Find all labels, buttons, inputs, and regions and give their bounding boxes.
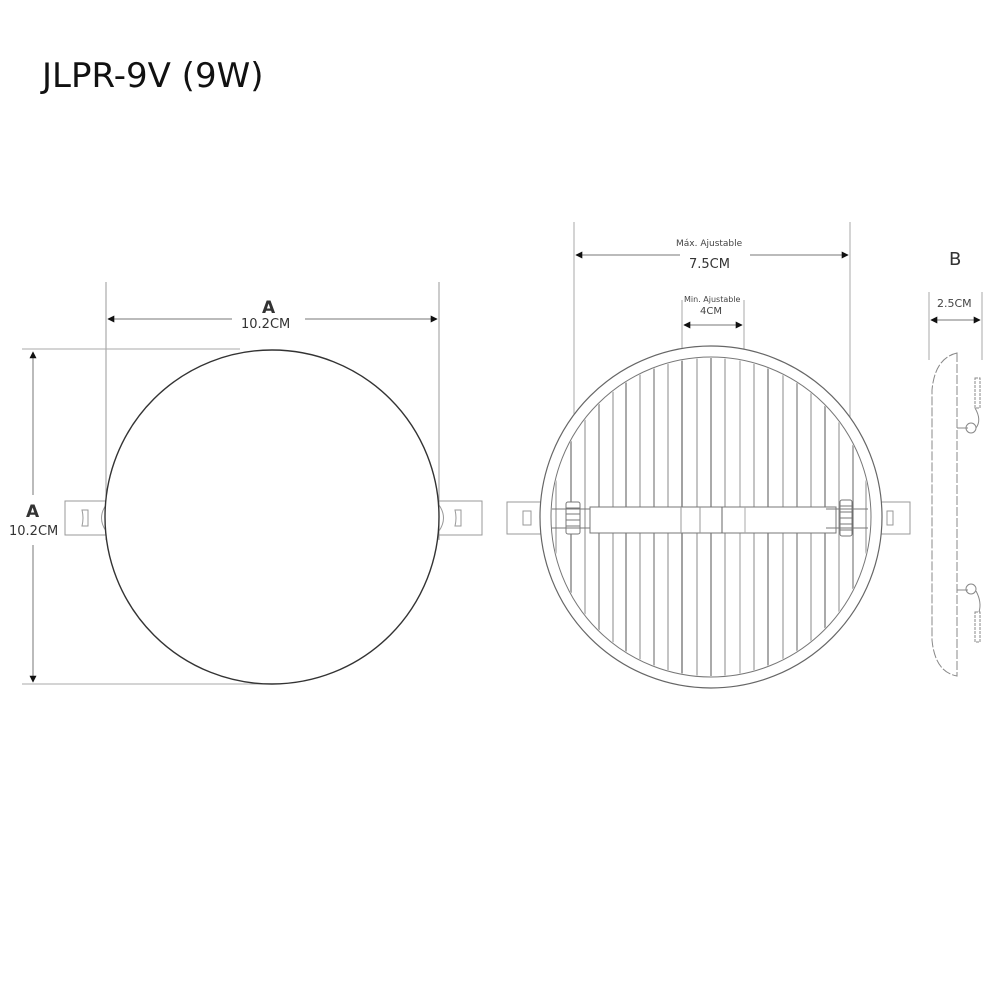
bottom-clip-hinge	[957, 583, 981, 643]
max-adjustable-label: Máx. Ajustable	[676, 239, 743, 249]
front-height-value: 10.2CM	[9, 524, 59, 539]
front-height-letter: A	[26, 502, 40, 522]
right-spring-clip	[437, 500, 483, 536]
side-depth-value: 2.5CM	[937, 297, 972, 310]
left-spring	[552, 501, 590, 535]
side-profile	[931, 352, 958, 677]
front-view	[22, 282, 483, 685]
front-width-value: 10.2CM	[241, 317, 291, 332]
driver-box	[589, 506, 837, 534]
right-spring	[826, 499, 868, 537]
front-width-letter: A	[262, 298, 276, 318]
min-adjustable-value: 4CM	[700, 306, 722, 317]
left-spring-clip	[64, 500, 108, 536]
min-adjustable-label: Min. Ajustable	[684, 295, 741, 304]
top-clip-hinge	[957, 377, 981, 434]
product-title: JLPR-9V (9W)	[42, 56, 264, 96]
side-view	[928, 292, 983, 677]
back-view	[506, 222, 911, 689]
max-adjustable-value: 7.5CM	[689, 257, 730, 272]
side-view-letter: B	[949, 249, 962, 270]
panel-outline	[104, 349, 440, 685]
